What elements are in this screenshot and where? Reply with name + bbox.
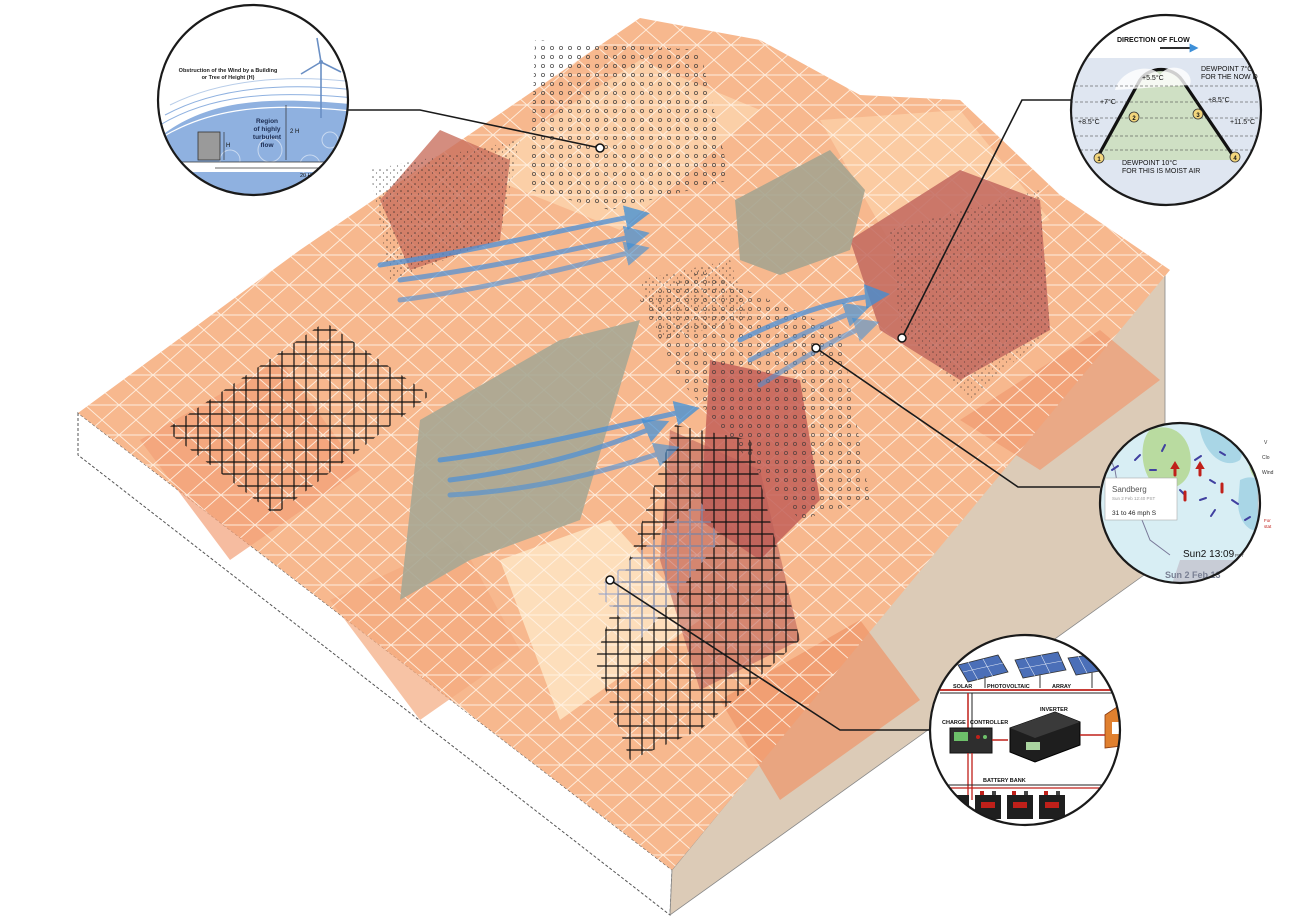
label-solar: SOLAR	[953, 684, 972, 690]
solar-panel-icon	[1014, 651, 1067, 688]
region-label-line4: flow	[261, 142, 275, 149]
hatch-grid-center	[595, 425, 800, 760]
hatch-dots-peak	[530, 40, 730, 210]
callout-wind-map: Sandberg Sun 2 Feb 12:40 PST 31 to 46 mp…	[1098, 421, 1274, 585]
temp-label: +5.5°C	[1142, 74, 1164, 82]
callout-wind-obstruction: Obstruction of the Wind by a Building or…	[156, 3, 350, 197]
ridge-gray-upper	[735, 150, 865, 275]
region-label-line2: of highly	[253, 126, 280, 133]
station-tooltip	[1104, 477, 1178, 521]
station-speed: 31 to 46 mph S	[1112, 510, 1157, 517]
label-20h: 20 H	[300, 173, 312, 179]
dewpoint-bottom-line1: DEWPOINT 10°C	[1122, 159, 1177, 167]
wind-arrow	[437, 401, 700, 463]
wind-arrow	[447, 419, 670, 483]
station-timestamp: Sun 2 Feb 12:40 PST	[1112, 496, 1156, 501]
solar-panel-icon	[957, 654, 1009, 688]
point-number: 2	[1132, 116, 1136, 122]
temp-label: +8.5°C	[1208, 96, 1230, 104]
label-pv: PHOTOVOLTAIC	[987, 684, 1030, 690]
temp-label: +11.5°C	[1230, 118, 1255, 126]
wind-arrow	[397, 241, 650, 303]
leader-anchors	[595, 143, 907, 585]
hatch-grid-left	[165, 322, 430, 515]
leader-line-solar	[609, 579, 935, 731]
station-name: Sandberg	[1112, 485, 1147, 494]
battery-icon	[1039, 791, 1065, 819]
legend-entry: V	[1264, 440, 1268, 446]
wind-title-line2: or Tree of Height (H)	[202, 75, 255, 81]
hatch-stipple-right	[890, 190, 1050, 400]
map-note: For	[1264, 518, 1271, 523]
leader-line-wind-obstruction	[348, 109, 601, 149]
legend-entry: Wind	[1262, 470, 1274, 476]
anchor-dot	[595, 143, 605, 153]
battery-icon	[1007, 791, 1033, 819]
point-marker	[1093, 152, 1105, 164]
anchor-dot	[605, 575, 615, 585]
leader-lines	[348, 99, 1100, 731]
wind-arrow	[377, 205, 650, 268]
ridge-gray-left	[400, 320, 640, 600]
flow-title: DIRECTION OF FLOW	[1117, 37, 1190, 44]
label-charge: CHARGE	[942, 720, 966, 726]
temp-label: +8.5°C	[1078, 118, 1100, 126]
dewpoint-top-line2: FOR THE NOW D	[1201, 74, 1258, 81]
wind-arrow	[747, 302, 870, 363]
building-shape	[197, 131, 221, 161]
leader-line-wind-map	[815, 347, 1100, 488]
region-label-line3: turbulent	[253, 134, 282, 141]
dewpoint-bottom-line2: FOR THIS IS MOIST AIR	[1122, 168, 1200, 175]
point-number: 3	[1196, 113, 1200, 119]
point-marker	[1128, 111, 1140, 123]
label-array: ARRAY	[1052, 684, 1071, 690]
wind-arrow	[737, 284, 890, 343]
wind-arrows	[377, 205, 890, 498]
wind-arrow	[447, 442, 680, 498]
dewpoint-top-line1: DEWPOINT 7°C	[1201, 65, 1252, 73]
hatch-dots-mid	[640, 270, 870, 520]
battery-icon	[975, 791, 1001, 819]
wind-turbine-icon	[300, 37, 342, 118]
legend-entry: Clo	[1262, 455, 1270, 461]
map-time: Sun2 13:09	[1183, 549, 1235, 560]
anchor-dot	[897, 333, 907, 343]
temp-label: +7°C	[1100, 98, 1116, 106]
label-2h: 2 H	[290, 129, 299, 135]
callout-solar-system: SOLAR PHOTOVOLTAIC ARRAY CHARGE CONTROLL…	[928, 633, 1122, 827]
point-number: 1	[1097, 157, 1101, 163]
region-label-line1: Region	[256, 118, 278, 125]
label-inverter: INVERTER	[1040, 707, 1068, 713]
hatch-stipple-center	[640, 260, 750, 340]
point-marker	[1192, 108, 1204, 120]
terrain-patch-dark	[720, 620, 920, 800]
map-note: stat	[1264, 524, 1272, 529]
wind-arrow	[397, 225, 650, 283]
wind-title-line1: Obstruction of the Wind by a Building	[179, 68, 278, 74]
label-h: H	[226, 143, 230, 149]
leader-line-dewpoint	[901, 99, 1075, 339]
hatch-grid-light	[595, 500, 720, 640]
point-number: 4	[1233, 156, 1237, 162]
callout-dewpoint: DIRECTION OF FLOW +5.5°C +7°C +8.5°C +8.…	[1069, 13, 1263, 207]
label-battery-bank: BATTERY BANK	[983, 778, 1026, 784]
map-footer: Sun 2 Feb 13	[1165, 570, 1221, 580]
anchor-dot	[811, 343, 821, 353]
label-controller: CONTROLLER	[970, 720, 1008, 726]
terrain-block	[77, 18, 1170, 916]
battery-icon	[945, 795, 969, 819]
point-marker	[1229, 151, 1241, 163]
